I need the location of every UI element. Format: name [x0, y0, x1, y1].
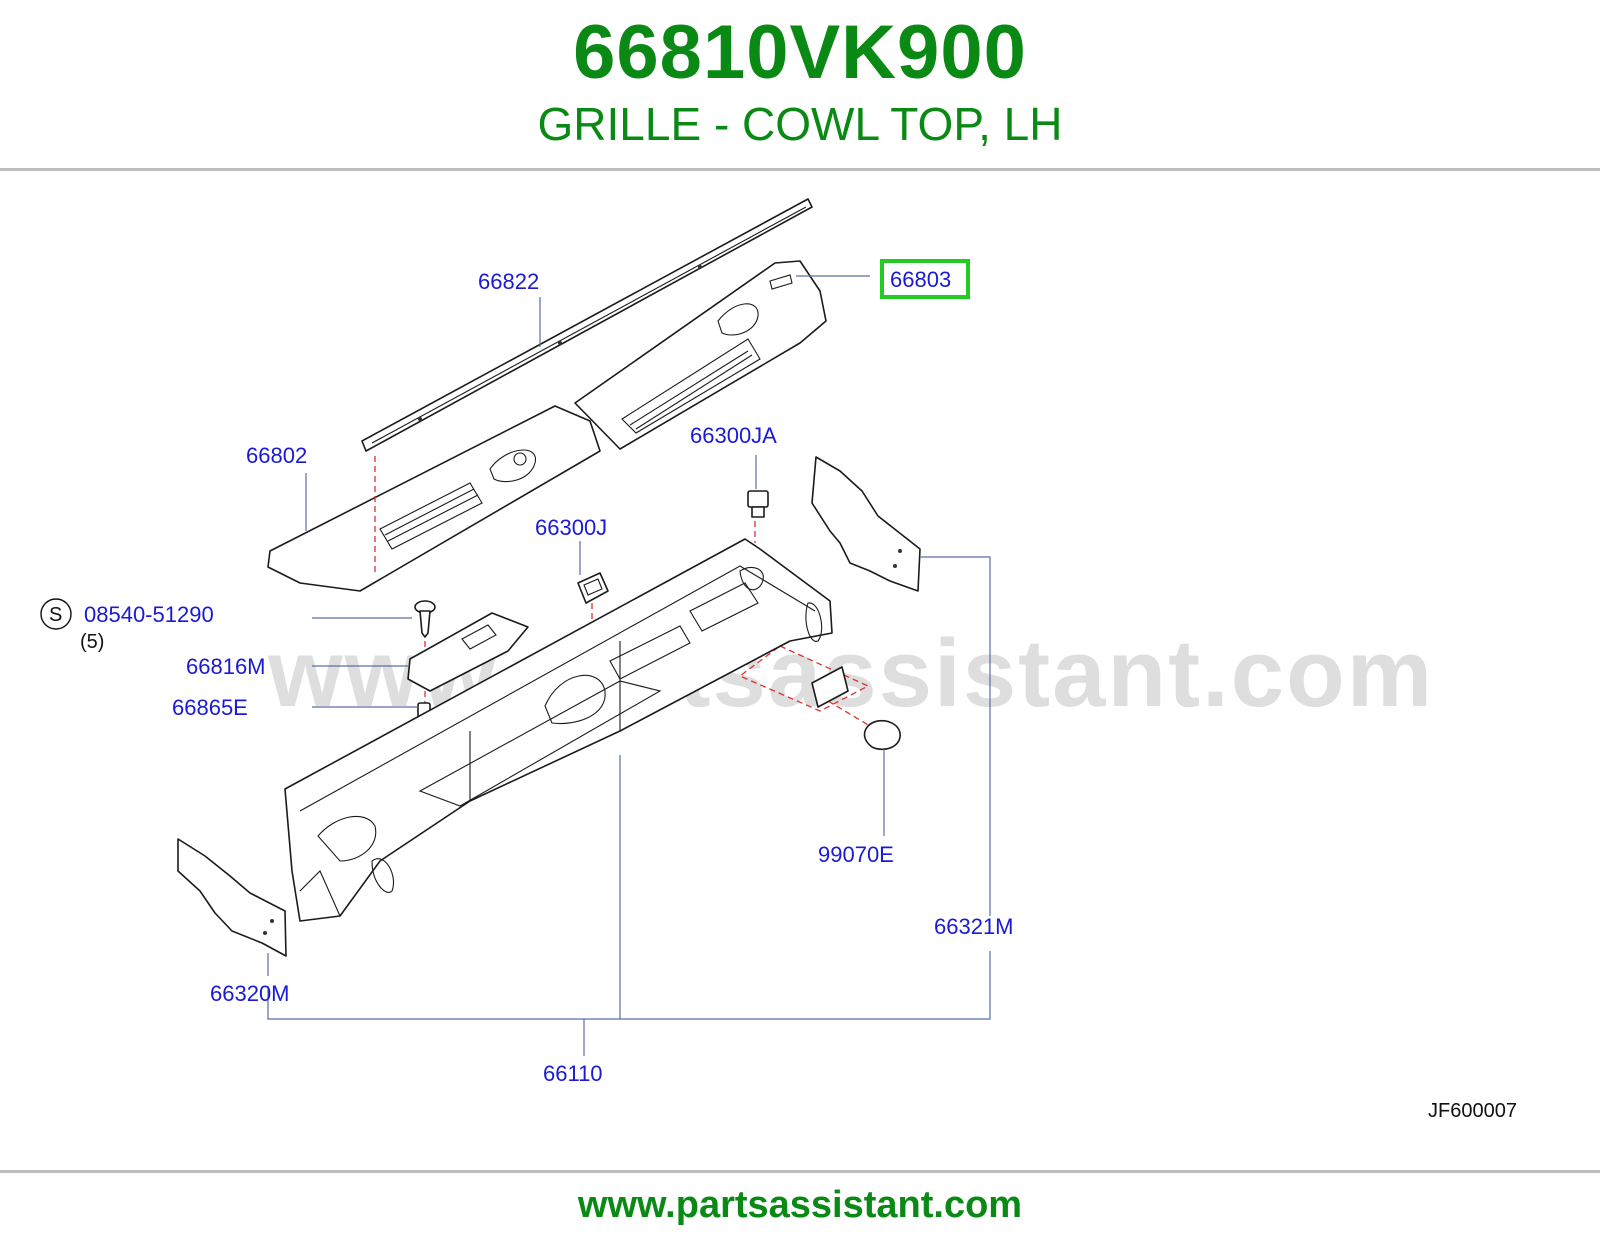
highlight-box-66803 — [880, 259, 970, 299]
part-99070e-plug[interactable] — [863, 719, 901, 751]
top-divider — [0, 168, 1600, 171]
part-66300ja-clip[interactable] — [747, 490, 769, 518]
part-08540-screw[interactable] — [414, 600, 436, 638]
diagram-code: JF600007 — [1428, 1100, 1517, 1122]
dash-line-99070e — [827, 700, 871, 727]
leader-66321m-top — [920, 556, 991, 916]
part-66321m-insulator-rh[interactable] — [811, 456, 921, 592]
s-mark-text: S — [49, 604, 62, 626]
part-seal-pad[interactable] — [811, 666, 849, 708]
label-99070e[interactable]: 99070E — [818, 842, 894, 867]
part-66110-cowl-panel[interactable] — [284, 538, 833, 922]
part-66803-grille-rh[interactable] — [574, 260, 827, 450]
part-66320m-insulator-lh[interactable] — [177, 838, 287, 957]
part-66802-grille-lh[interactable] — [267, 405, 601, 592]
label-66300j[interactable]: 66300J — [535, 515, 607, 540]
leader-66110-bracket — [267, 951, 991, 1020]
part-66822-molding[interactable] — [361, 198, 813, 452]
header: 66810VK900 GRILLE - COWL TOP, LH — [0, 0, 1600, 168]
part-66816m-bracket[interactable] — [407, 612, 529, 692]
footer-url[interactable]: www.partsassistant.com — [577, 1184, 1023, 1226]
parts-diagram: www.partsassistant.com — [0, 171, 1600, 1170]
part-name-subtitle: GRILLE - COWL TOP, LH — [537, 98, 1063, 150]
diagram-canvas: www.partsassistant.com — [40, 198, 1517, 1122]
part-number-title: 66810VK900 — [573, 10, 1027, 95]
part-66300j-clip[interactable] — [577, 572, 609, 604]
label-66816m[interactable]: 66816M — [186, 654, 266, 679]
label-66802[interactable]: 66802 — [246, 443, 307, 468]
label-66321m[interactable]: 66321M — [934, 914, 1014, 939]
label-66300ja[interactable]: 66300JA — [690, 423, 777, 448]
label-66865e[interactable]: 66865E — [172, 695, 248, 720]
label-66110[interactable]: 66110 — [543, 1061, 603, 1086]
quantity-label: (5) — [80, 631, 104, 653]
label-66320m[interactable]: 66320M — [210, 981, 290, 1006]
label-66803[interactable]: 66803 — [890, 267, 951, 292]
s-mark-circle — [40, 598, 72, 630]
label-66822[interactable]: 66822 — [478, 269, 539, 294]
label-08540-51290[interactable]: 08540-51290 — [84, 602, 214, 627]
bottom-divider — [0, 1170, 1600, 1173]
